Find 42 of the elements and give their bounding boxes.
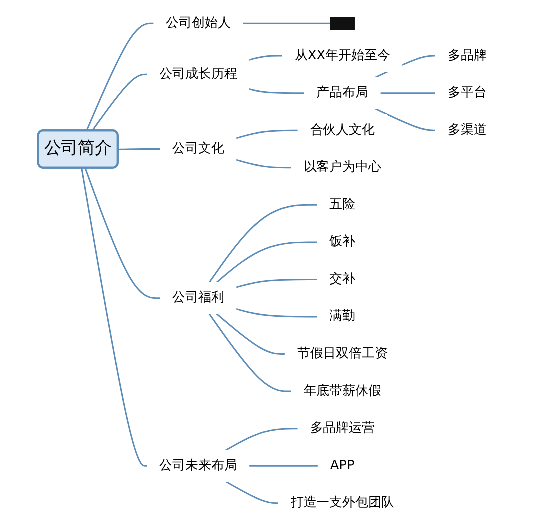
node-text: 公司成长历程 [159, 66, 237, 82]
node-text: 交补 [329, 272, 355, 287]
node-text: 多平台 [447, 86, 486, 101]
node-text: 公司未来布局 [159, 458, 237, 474]
node-text: 满勤 [329, 309, 355, 324]
node-text: 公司文化 [172, 142, 224, 156]
connector [235, 278, 318, 288]
node-text: 产品布局 [316, 86, 368, 101]
connector [208, 314, 292, 392]
connector [374, 108, 436, 132]
connector [216, 242, 318, 284]
connector [84, 168, 160, 300]
connector [91, 74, 148, 132]
node-text: 多品牌运营 [310, 421, 374, 436]
node-text: 公司福利 [172, 290, 224, 306]
connector [235, 159, 292, 169]
node-text: 多品牌 [447, 48, 486, 64]
node-bar [330, 17, 354, 30]
connector [118, 148, 160, 150]
node-text: 以客户为中心 [303, 160, 381, 176]
connector [216, 313, 285, 356]
connector [225, 481, 278, 504]
node-text: 饭补 [329, 234, 355, 250]
connector [86, 22, 154, 132]
connector [235, 308, 318, 318]
connector [380, 92, 436, 94]
connector [248, 88, 304, 94]
node-text: 打造一支外包团队 [290, 496, 394, 511]
connector [242, 22, 330, 24]
connector [225, 428, 298, 452]
connector [235, 130, 298, 140]
node-text: 公司创始人 [166, 16, 230, 31]
node-text: 五险 [329, 197, 355, 212]
node-text: 年底带薪休假 [303, 384, 381, 399]
connector [208, 204, 318, 284]
connector [248, 465, 318, 467]
node-text: 多渠道 [447, 122, 486, 138]
connector [80, 168, 148, 467]
node-text: APP [330, 458, 354, 474]
node-text: 节假日双倍工资 [296, 346, 388, 362]
node-text: 合伙人文化 [310, 122, 374, 138]
connector [248, 55, 282, 61]
